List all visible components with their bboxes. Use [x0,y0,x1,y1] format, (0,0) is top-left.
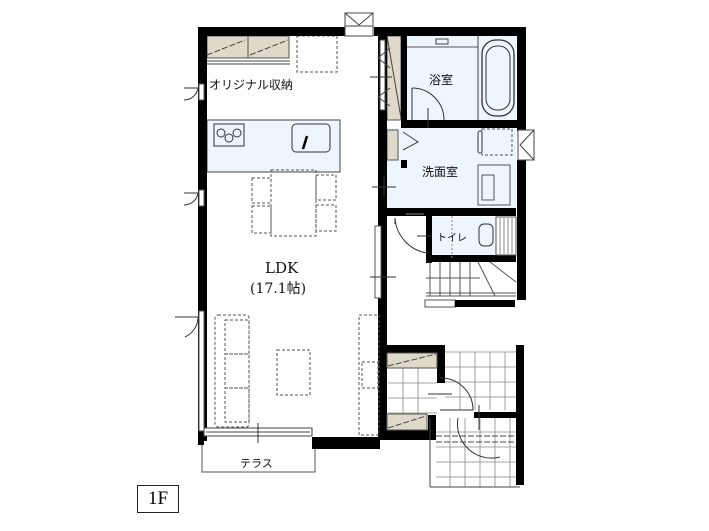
toilet-label: トイレ [437,233,467,244]
bath-label: 浴室 [429,73,454,87]
stairs [424,261,517,308]
bath-floor [404,36,516,122]
toilet-floor [426,217,496,255]
washroom-label: 洗面室 [422,165,459,179]
ldk-label: LDK [265,259,299,277]
ldk-area-label: (17.1帖) [250,281,307,297]
storage-label: オリジナル収納 [209,78,294,92]
terrace-label: テラス [240,457,273,470]
walls [198,27,526,485]
floor-badge: 1F [137,485,179,513]
